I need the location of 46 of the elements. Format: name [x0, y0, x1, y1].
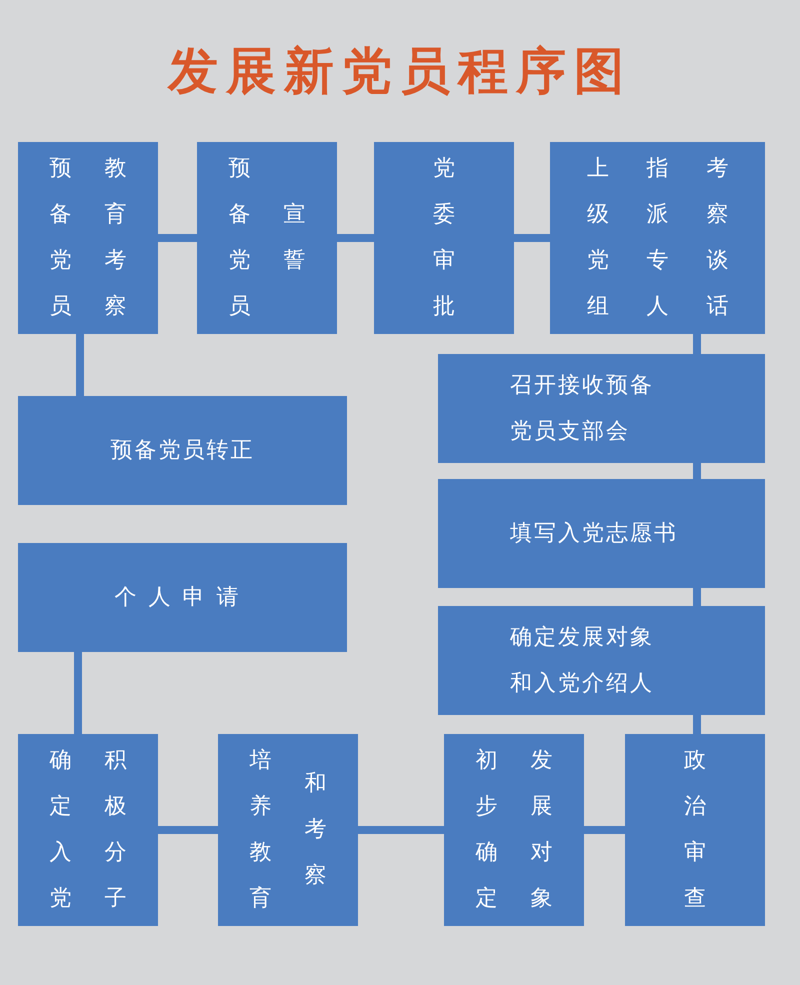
process-box — [374, 142, 514, 334]
connector-line — [76, 334, 84, 396]
box-text: 预备党员 — [48, 155, 73, 321]
connector-line — [693, 588, 701, 606]
box-text: 预备党员转正 — [110, 436, 254, 464]
box-text: 填写入党志愿书 — [510, 520, 678, 548]
connector-line — [158, 234, 197, 242]
connector-line — [693, 334, 701, 354]
connector-line — [514, 234, 550, 242]
title: 发展新党员程序图 — [166, 40, 633, 102]
process-box — [444, 734, 584, 926]
connector-line — [358, 826, 444, 834]
process-box — [18, 142, 158, 334]
box-text: 确定入党 — [48, 747, 73, 913]
box-text: 宣誓 — [282, 201, 306, 275]
box-text: 初步确定 — [474, 747, 499, 913]
box-text: 召开接收预备党员支部会 — [510, 372, 655, 446]
process-box — [18, 543, 347, 652]
process-box — [438, 354, 765, 463]
connector-line — [74, 652, 82, 734]
connector-line — [337, 234, 374, 242]
box-text: 培养教育 — [248, 747, 273, 913]
process-box — [18, 734, 158, 926]
connector-line — [584, 826, 625, 834]
box-text: 和考察 — [303, 770, 328, 890]
connector-line — [693, 463, 701, 479]
process-box — [438, 606, 765, 715]
box-text: 预备党员 — [228, 155, 252, 321]
box-text: 指派专人 — [646, 155, 670, 321]
process-box — [218, 734, 358, 926]
process-box — [438, 479, 765, 588]
box-text: 党委审批 — [432, 155, 456, 321]
box-text: 上级党组 — [586, 155, 610, 321]
connector-line — [693, 715, 701, 734]
process-box — [550, 142, 765, 334]
box-text: 政治审查 — [683, 747, 707, 913]
box-text: 考察谈话 — [705, 155, 730, 321]
box-text: 个人申请 — [114, 584, 250, 612]
box-text: 积极分子 — [103, 747, 128, 913]
process-box — [197, 142, 337, 334]
box-text: 确定发展对象和入党介绍人 — [510, 624, 655, 698]
process-box — [625, 734, 765, 926]
box-text: 发展对象 — [529, 747, 554, 913]
connector-line — [158, 826, 218, 834]
box-text: 教育考察 — [103, 155, 128, 321]
process-box — [18, 396, 347, 505]
